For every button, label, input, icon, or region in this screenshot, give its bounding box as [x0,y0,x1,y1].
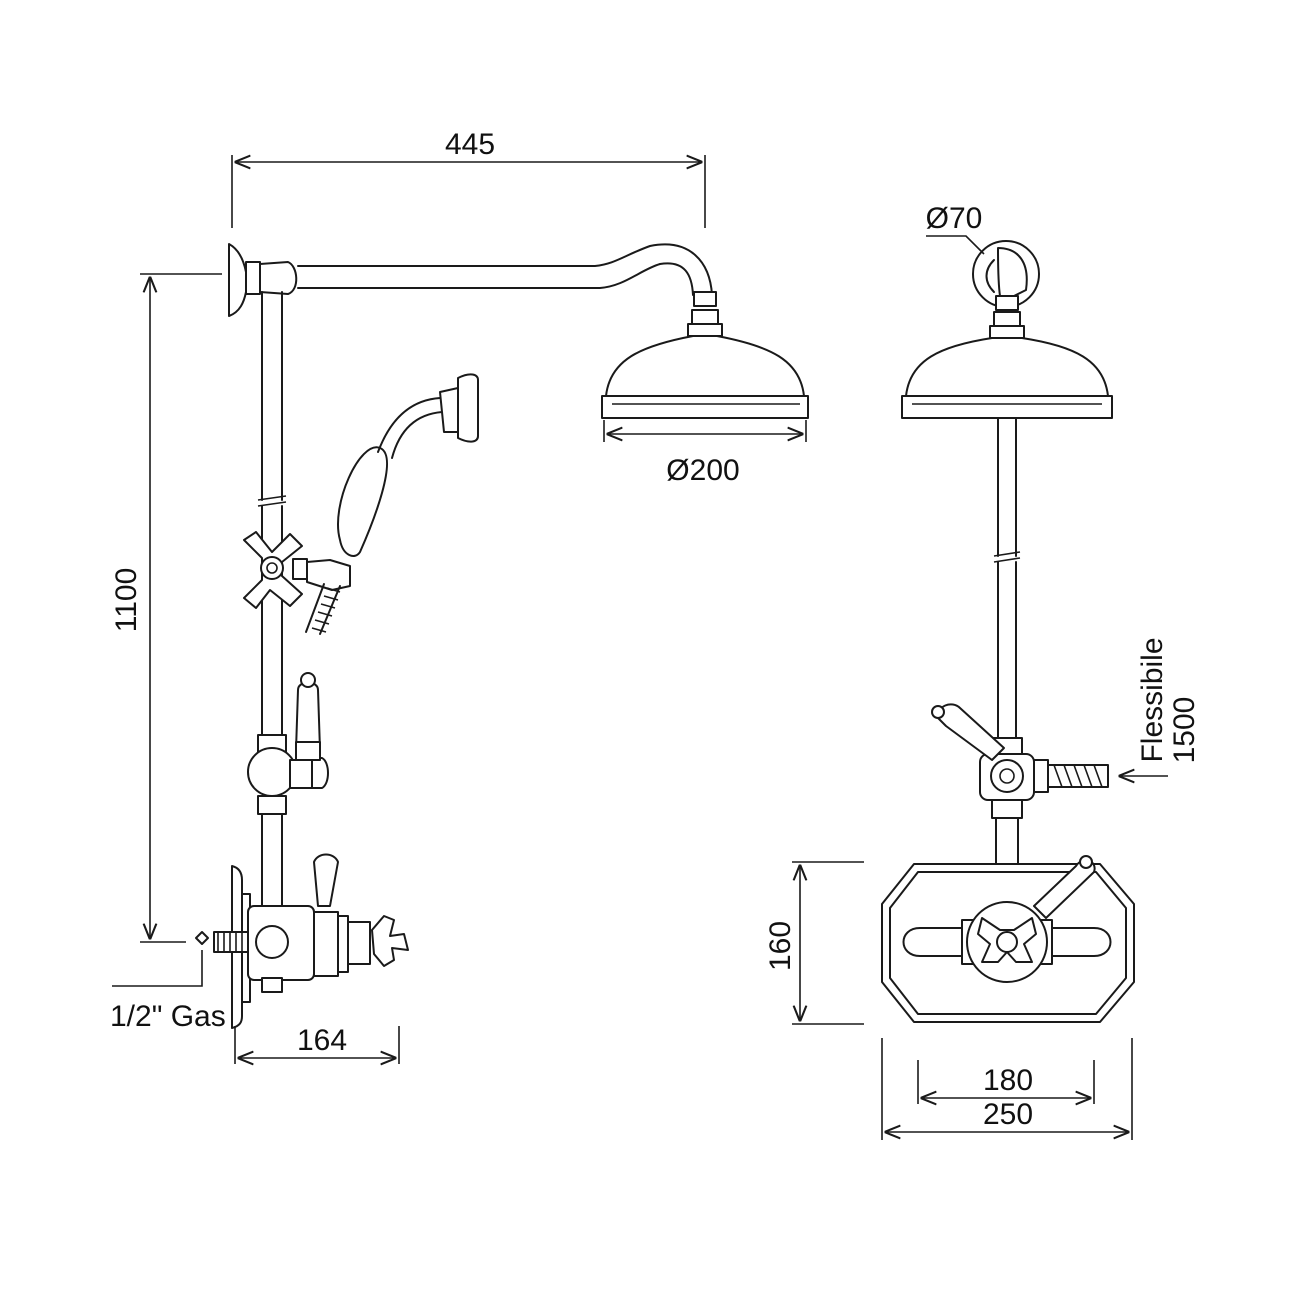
dimension-lines [112,155,1168,1140]
front-view [881,240,1135,1023]
label-plate-width: 250 [983,1098,1033,1131]
label-hose: Flessibile [1136,637,1169,762]
side-view [195,243,809,1029]
label-head-diameter: Ø200 [666,454,739,487]
label-flange-diameter: Ø70 [926,202,983,235]
label-projection: 164 [297,1024,347,1057]
label-height: 1100 [110,568,143,633]
label-arm-length: 445 [445,128,495,161]
label-hose-length: 1500 [1168,697,1201,764]
label-inlet: 1/2" Gas [110,1000,226,1033]
label-plate-height: 160 [764,921,797,971]
dimension-labels: 445 1100 Ø200 Ø70 164 1/2" Gas Flessibil… [110,128,1201,1131]
label-inner-width: 180 [983,1064,1033,1097]
